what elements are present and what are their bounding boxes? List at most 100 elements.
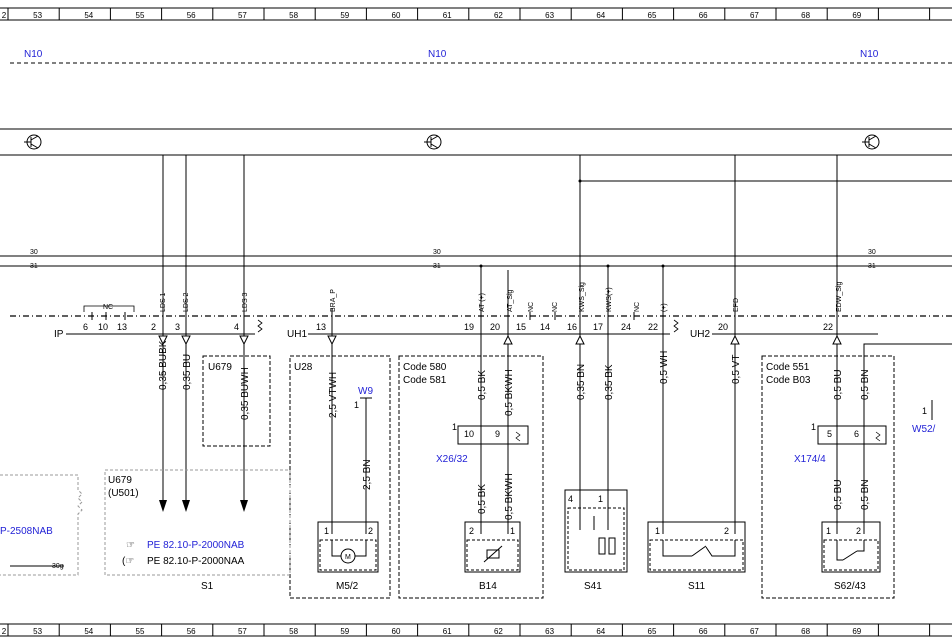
pin-label: 1 [922,406,927,416]
wire-ip-2 [158,155,168,512]
box-code580 [398,355,544,599]
bus-31-label: 31 [868,263,876,270]
n10-label-left: N10 [24,49,43,60]
grid-column-label: 66 [699,11,708,20]
svg-text:4: 4 [568,494,573,504]
wire-label: 0,5 BU [833,369,844,400]
ref-w52[interactable]: W52/ [912,424,936,435]
signal-label: BRA_P [330,289,337,312]
grid-column-label: 62 [494,627,503,636]
n10-label-right: N10 [860,49,879,60]
grid-column-label: 65 [648,627,657,636]
hand-icon: ☞ [126,540,135,551]
sensor-b14: 2 1 [464,521,521,573]
component-s41-label: S41 [584,581,602,592]
wire-label: 0,35 BUBK [158,340,169,390]
grid-column-label: 68 [801,627,810,636]
signal-label: KWS(+) [606,287,613,312]
wire-label: 0,35 BUWH [240,367,251,420]
grid-column-label: 67 [750,627,759,636]
coil-icon [608,537,616,555]
pin-label: 22 [823,322,833,332]
reference-link[interactable]: P-2508NAB [0,526,53,537]
box-label: Code 581 [403,375,447,386]
signal-label: (+) [661,303,668,312]
ref-x174[interactable]: X174/4 [794,454,826,465]
n10-label-mid: N10 [428,49,447,60]
svg-text:1: 1 [655,526,660,536]
box-label: U679 [208,362,232,373]
box-u679-s1 [104,469,291,576]
pin-label: 14 [540,322,550,332]
connector-ip-label: IP [54,329,64,340]
grid-column-label: 55 [136,11,145,20]
grid-column-label: 54 [84,627,93,636]
pin-label: 6 [83,322,88,332]
reference-link[interactable]: PE 82.10-P-2000NAB [147,540,245,551]
component-m52-label: M5/2 [336,581,359,592]
wire-label: 0,35 BU [182,354,193,390]
svg-text:1: 1 [811,422,816,432]
svg-text:1: 1 [510,526,515,536]
wire-label: 2,5 VTWH [328,372,339,418]
switch-s41: 4 1 [564,489,628,573]
wire-label: 0,35 BK [604,364,615,400]
wire-label: 2,5 BN [362,459,373,490]
connector-uh1-label: UH1 [287,329,307,340]
box-u679 [202,355,271,447]
grid-column-label: 64 [596,627,605,636]
signal-label: LDS 3 [242,292,249,312]
nc-label: NC [103,304,113,311]
pin-label: 15 [516,322,526,332]
bus-31-label: 31 [30,263,38,270]
grid-column-label: 57 [238,11,247,20]
switch-s11: 1 2 [647,521,746,573]
nc-bracket [83,305,135,312]
svg-text:2: 2 [469,526,474,536]
wire-label: 0,5 BN [860,369,871,400]
wire-label: 0,5 BKWH [504,473,515,520]
grid-column-label: 53 [33,11,42,20]
pin-label: 16 [567,322,577,332]
cut-border [0,474,83,576]
signal-label: EDW_Sig [836,282,843,312]
motor-m52: 1 2 M [317,521,379,573]
connector-x26: 1 10 9 [452,422,529,445]
pin-label: 20 [490,322,500,332]
hand-icon: (☞ [122,556,134,567]
grid-column-label: 59 [340,627,349,636]
pin-label: 19 [464,322,474,332]
bus-30-label: 30 [433,249,441,256]
grid-column-label: 66 [699,627,708,636]
switch-s6243: 1 2 [821,521,881,573]
signal-label: NC [634,302,641,312]
grid-column-label: 55 [136,627,145,636]
transistor-icon [24,134,42,150]
connector-uh2-label: UH2 [690,329,710,340]
pin-label: 1 [354,400,359,410]
grid-column-label: 64 [596,11,605,20]
component-b14-label: B14 [479,581,497,592]
grid-column-label: 69 [852,627,861,636]
ref-w9[interactable]: W9 [358,386,373,397]
pin-label: 13 [117,322,127,332]
ref-x26[interactable]: X26/32 [436,454,468,465]
box-label: U679 [108,475,132,486]
connector-x174: 1 5 6 [811,422,887,445]
grid-column-label: 60 [392,11,401,20]
wire-label: 0,35 BN [576,364,587,400]
grid-column-label: 59 [340,11,349,20]
grid-column-label: 63 [545,11,554,20]
box-label: (U501) [108,488,139,499]
bus-31-label: 31 [433,263,441,270]
svg-text:1: 1 [826,526,831,536]
svg-text:6: 6 [854,429,859,439]
component-s6243-label: S62/43 [834,581,866,592]
grid-column-label: 63 [545,627,554,636]
box-label: Code 551 [766,362,810,373]
component-s1-label: S1 [201,581,214,592]
pin-label: 4 [234,322,239,332]
